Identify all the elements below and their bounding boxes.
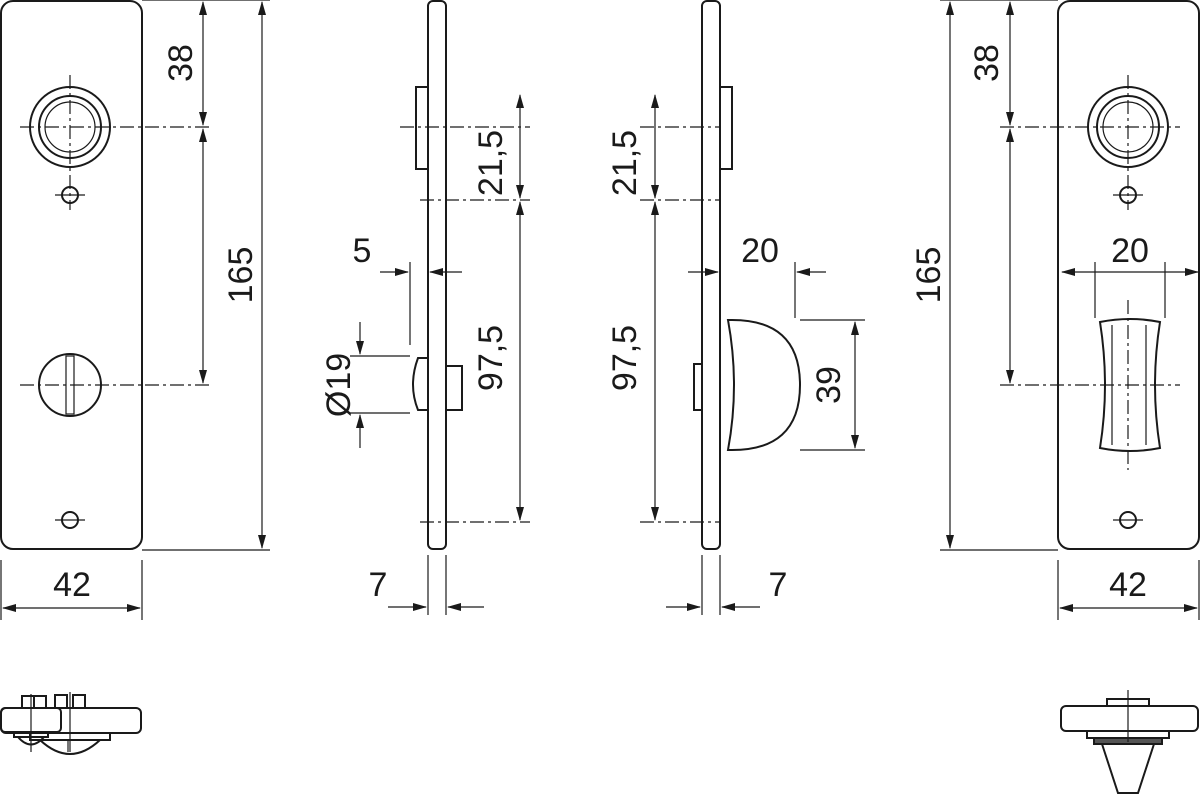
right-bottom-view <box>1060 690 1199 794</box>
dim-20-right: 20 <box>1111 232 1149 270</box>
left-bottom-view <box>0 694 62 752</box>
dim-7-side1: 7 <box>369 566 388 604</box>
dim-165-right: 165 <box>910 247 948 304</box>
dim-38-left: 38 <box>162 44 200 82</box>
dim-38-right: 38 <box>968 44 1006 82</box>
dim-165-left: 165 <box>222 247 260 304</box>
left-bottom-plate <box>0 692 142 755</box>
dim-42-left: 42 <box>53 566 91 604</box>
dim-39: 39 <box>810 366 848 404</box>
right-front-view: 38 165 20 42 <box>910 0 1200 620</box>
dim-97-5-side2: 97,5 <box>606 325 644 391</box>
dim-97-5-side1: 97,5 <box>472 325 510 391</box>
left-front-view: 38 165 42 <box>0 0 270 620</box>
side-view-2: 21,5 97,5 20 39 7 <box>606 0 865 615</box>
dim-20-side2: 20 <box>741 232 779 270</box>
dim-7-side2: 7 <box>769 566 788 604</box>
dim-5: 5 <box>353 232 372 270</box>
dim-19-diameter: Ø19 <box>320 353 358 417</box>
dim-42-right: 42 <box>1109 566 1147 604</box>
dim-21-5-side2: 21,5 <box>606 130 644 196</box>
dim-21-5-side1: 21,5 <box>472 130 510 196</box>
side-view-1: 21,5 97,5 5 Ø19 7 <box>320 0 530 615</box>
